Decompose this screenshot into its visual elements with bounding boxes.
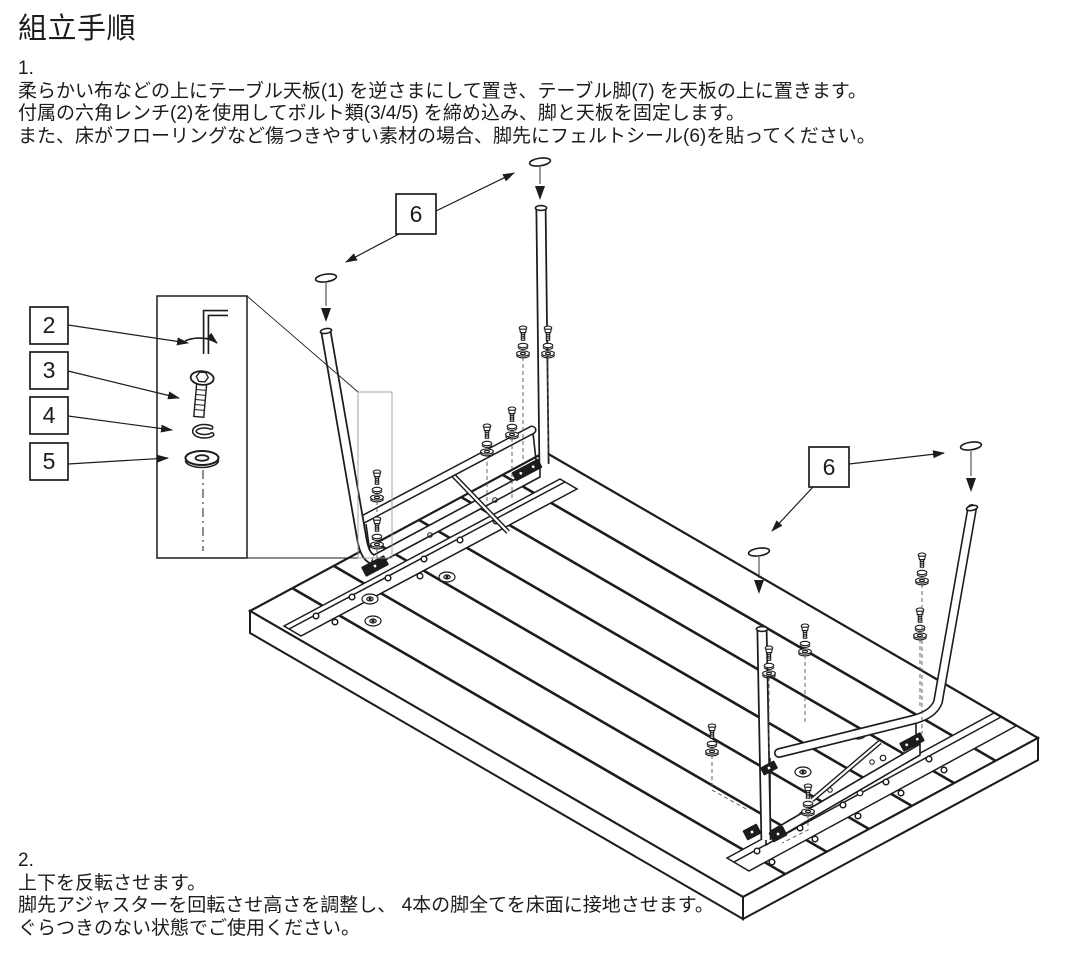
step-1-line-1: 柔らかい布などの上にテーブル天板(1) を逆さまにして置き、テーブル脚(7) を… <box>18 80 867 102</box>
right-slanted-leg <box>774 504 979 758</box>
felt-seals <box>314 157 983 594</box>
felt-seal-right-vertical-leg <box>747 547 771 594</box>
step-1-text: 1. 柔らかい布などの上にテーブル天板(1) を逆さまにして置き、テーブル脚(7… <box>18 58 876 148</box>
hardware-detail-panel <box>156 295 393 559</box>
left-vertical-leg <box>534 204 550 465</box>
callout-4-label: 4 <box>43 402 56 428</box>
right-bolt-stacks <box>705 552 929 844</box>
callout-6-left-label: 6 <box>410 201 423 227</box>
step-2-line-3: ぐらつきのない状態でご使用ください。 <box>18 917 361 939</box>
callout-4-spring-washer: 4 <box>29 396 173 435</box>
bolt-drawing <box>189 370 215 419</box>
left-bolt-stacks <box>370 325 555 558</box>
callout-6-left: 6 <box>345 172 515 263</box>
page-title: 組立手順 <box>18 13 137 45</box>
step-1-line-2: 付属の六角レンチ(2)を使用してボルト類(3/4/5) を締め込み、脚と天板を固… <box>18 103 745 125</box>
felt-seal-left-slant-leg <box>314 273 338 322</box>
step-1-number: 1. <box>18 58 34 79</box>
detail-target-outline <box>357 391 393 559</box>
right-batten-screw-holes <box>753 755 948 866</box>
right-mounting-plates <box>742 732 925 843</box>
left-mounting-plates <box>361 458 543 577</box>
felt-seal-right-slant-leg <box>959 441 983 492</box>
flat-washer-drawing <box>184 450 220 469</box>
callout-5-flat-washer: 5 <box>29 442 169 481</box>
tabletop <box>247 450 1041 921</box>
left-batten-screw-holes <box>312 517 500 626</box>
step-2-line-1: 上下を反転させます。 <box>18 872 207 894</box>
step-2-number: 2. <box>18 850 34 871</box>
callout-3-label: 3 <box>43 357 56 383</box>
right-vertical-leg <box>755 625 772 841</box>
right-bolt-leaders <box>711 584 923 844</box>
callout-6-right: 6 <box>771 446 945 532</box>
callout-6-right-label: 6 <box>823 454 836 480</box>
step-2-line-2: 脚先アジャスターを回転させ高さを調整し、 4本の脚全てを床面に接地させます。 <box>18 895 714 917</box>
tabletop-plank-lines <box>291 473 997 876</box>
right-leg-assembly <box>742 504 979 847</box>
step-1-line-3: また、床がフローリングなど傷つきやすい素材の場合、脚先にフェルトシール(6)を貼… <box>18 125 876 147</box>
felt-seal-left-vertical-leg <box>528 157 552 200</box>
left-slanted-leg <box>319 327 375 565</box>
left-leg-assembly <box>319 204 550 577</box>
spring-washer-drawing <box>191 423 215 439</box>
callout-2-hex-wrench: 2 <box>29 306 189 346</box>
left-bolt-leaders <box>376 357 549 558</box>
step-2-text: 2. 上下を反転させます。 脚先アジャスターを回転させ高さを調整し、 4本の脚全… <box>18 850 714 940</box>
callout-2-label: 2 <box>43 312 56 338</box>
callout-3-bolt: 3 <box>29 351 180 400</box>
left-batten <box>282 478 579 637</box>
callout-5-label: 5 <box>43 448 56 474</box>
